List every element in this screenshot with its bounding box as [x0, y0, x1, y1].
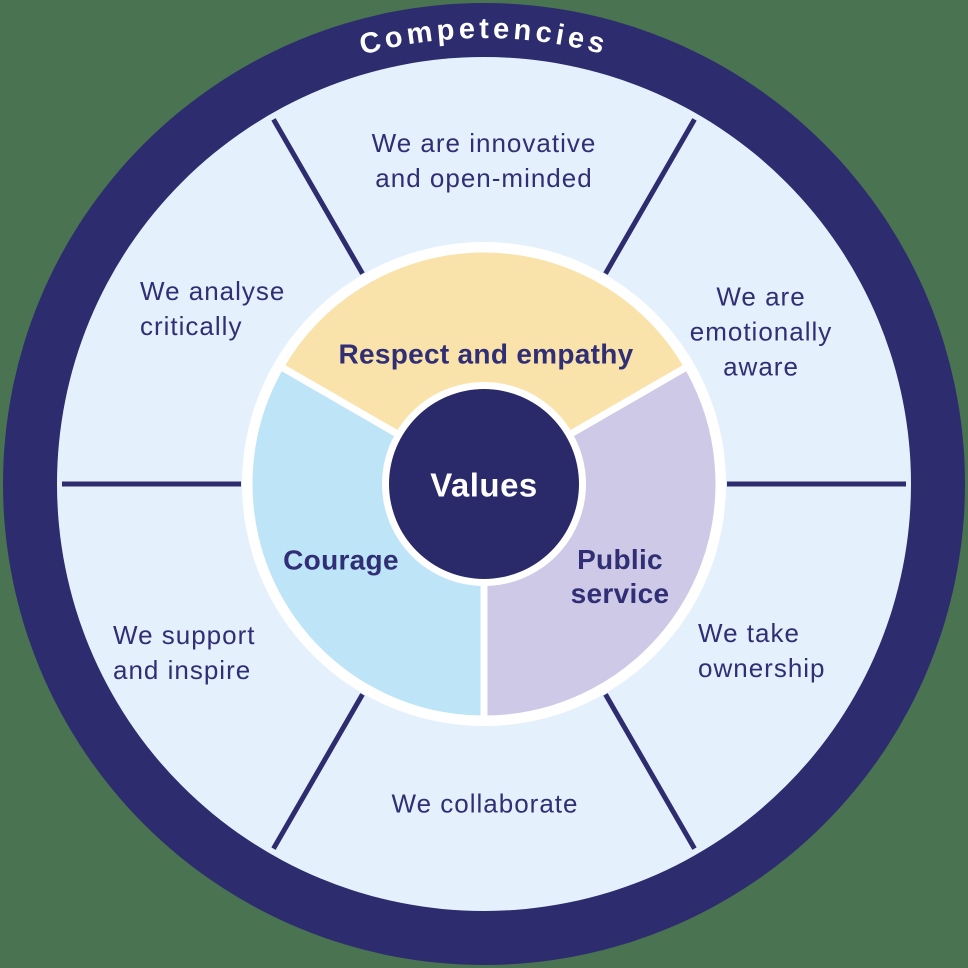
- competency-label-support-inspire: We support and inspire: [113, 620, 256, 685]
- competency-label-collaborate: We collaborate: [391, 788, 579, 819]
- values-circle: [389, 389, 579, 579]
- value-label-courage: Courage: [283, 544, 399, 576]
- divider-bottom-right: [603, 693, 697, 850]
- divider-bottom-left: [271, 693, 365, 850]
- competency-label-emotionally-aware: We are emotionally aware: [689, 281, 833, 382]
- competency-label-innovative: We are innovative and open-minded: [371, 128, 597, 193]
- center-values-label: Values: [430, 466, 538, 504]
- competency-label-take-ownership: We take ownership: [698, 618, 826, 683]
- divider-top-left: [271, 118, 365, 275]
- competency-label-analyse: We analyse critically: [140, 276, 286, 341]
- value-label-public-service: Public service: [570, 544, 670, 609]
- value-label-respect-and-empathy: Respect and empathy: [338, 338, 634, 370]
- segment-respect-and-empathy: [277, 245, 691, 488]
- segment-dividers: [62, 118, 906, 850]
- divider-top-right: [603, 118, 697, 275]
